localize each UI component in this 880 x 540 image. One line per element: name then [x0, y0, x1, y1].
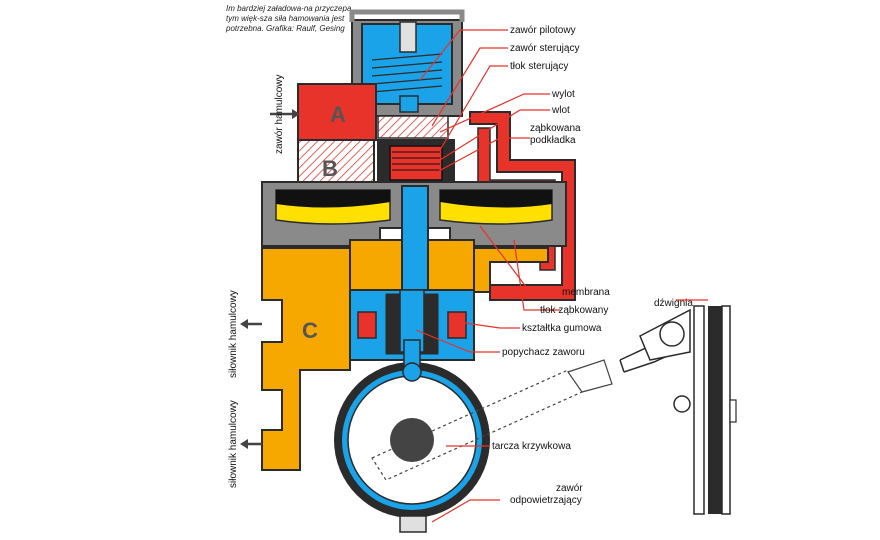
- serrated-washer-lines: [392, 151, 440, 171]
- pilot-spring: [371, 53, 443, 93]
- serrated-washer: [389, 145, 443, 181]
- rubber-mould-left: [357, 311, 377, 339]
- pilot-cap: [349, 9, 465, 22]
- label-silownik-1: siłownik hamulcowy: [228, 290, 239, 378]
- lever-assembly: [619, 299, 737, 515]
- chamber-a-label: A: [330, 102, 346, 127]
- bleed-valve: [399, 515, 427, 533]
- label-zawor-sterujacy: zawór sterujący: [510, 43, 579, 54]
- plunger-top: [401, 185, 429, 297]
- label-zawor-odp-2: odpowietrzający: [510, 495, 582, 506]
- lever-arm-end: [567, 359, 613, 393]
- arrow-c-top: [240, 319, 262, 329]
- pilot-screw: [399, 21, 417, 53]
- chamber-c-label: C: [302, 318, 318, 343]
- label-zabkowana-1: ząbkowana: [530, 123, 581, 134]
- leader-lines: [415, 29, 560, 523]
- label-tlok-sterujacy: tłok sterujący: [510, 61, 568, 72]
- label-ksztaltka-gumowa: kształtka gumowa: [522, 323, 602, 334]
- pilot-stem: [399, 95, 419, 113]
- arrow-a: [270, 109, 300, 119]
- arrow-c-bottom: [240, 439, 262, 449]
- label-popychacz-zaworu: popychacz zaworu: [502, 347, 585, 358]
- label-zabkowana-2: podkładka: [530, 135, 576, 146]
- membrane-top-left: [276, 190, 390, 208]
- label-dzwignia: dźwignia: [654, 298, 693, 309]
- label-silownik-2: siłownik hamulcowy: [228, 400, 239, 488]
- label-zawor-odp-1: zawór: [556, 483, 583, 494]
- main-body: [261, 247, 549, 471]
- chamber-b-label: B: [322, 156, 338, 181]
- push-rod-tip: [402, 362, 422, 382]
- caption: Im bardziej załadowa-na przyczepa, tym w…: [226, 4, 354, 33]
- label-tlok-zabkowany: tłok ząbkowany: [540, 305, 608, 316]
- label-tarcza-krzywkowa: tarcza krzywkowa: [492, 441, 571, 452]
- label-zawor-hamulcowy: zawór hamulcowy: [274, 75, 285, 154]
- label-wlot: wlot: [551, 105, 570, 116]
- label-wylot: wylot: [551, 89, 575, 100]
- control-valve-seat: [377, 115, 449, 139]
- rubber-mould-right: [447, 311, 467, 339]
- chamber-b: [297, 139, 375, 187]
- label-zawor-pilotowy: zawór pilotowy: [510, 25, 576, 36]
- membrane-top-right: [440, 190, 552, 208]
- label-membrana: membrana: [562, 287, 610, 298]
